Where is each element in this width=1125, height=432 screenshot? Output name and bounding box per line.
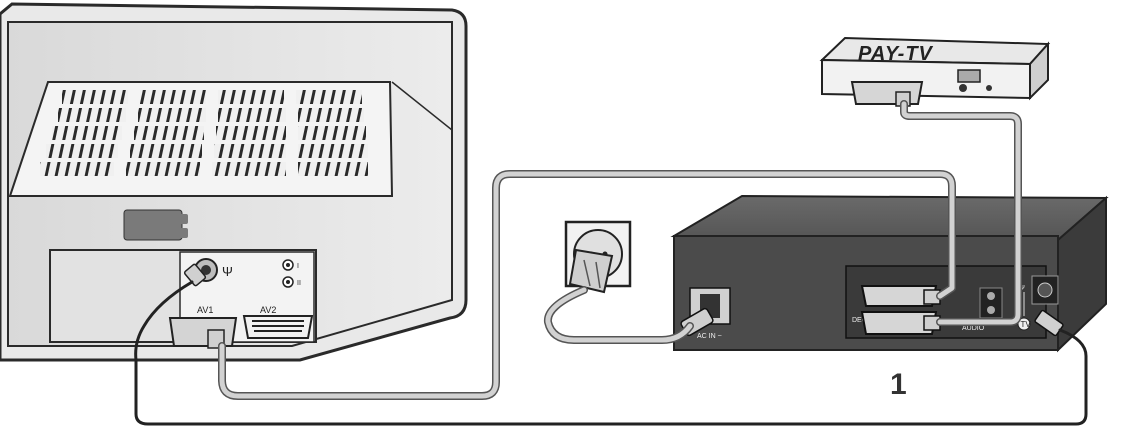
- callout-number: 1: [890, 368, 907, 401]
- tv-audio-jack-2[interactable]: [282, 276, 294, 288]
- audio-label: AUDIO: [962, 325, 985, 332]
- tv-av1-scart-plug[interactable]: [168, 317, 238, 349]
- tv-label-plate: [123, 209, 183, 241]
- jack-1-label: I: [297, 263, 299, 270]
- antenna-icon: Ψ: [222, 264, 233, 279]
- tv-vent-grille: [40, 90, 368, 176]
- vcr-rear: AC IN ~ DECODER AUDIO TV Ψ 1: [670, 194, 1109, 401]
- tv-antenna-plug[interactable]: [183, 263, 207, 287]
- ac-in-label: AC IN ~: [697, 333, 722, 340]
- decoder-title: PAY-TV: [858, 43, 934, 65]
- vcr-scart-plug-lower[interactable]: [860, 311, 941, 335]
- jack-2-label: II: [297, 280, 301, 287]
- av1-label: AV1: [197, 305, 213, 315]
- vcr-audio-jacks[interactable]: [979, 287, 1003, 319]
- tv-out-label: TV: [1021, 320, 1032, 329]
- antenna-cable: [134, 280, 1088, 426]
- mains-plug[interactable]: [568, 248, 614, 294]
- tv-rear: Ψ I II AV1 AV2: [0, 2, 468, 362]
- decoder-scart-plug[interactable]: [850, 81, 924, 107]
- tv-audio-jack-1[interactable]: [282, 259, 294, 271]
- vcr-rf-in-socket[interactable]: [1031, 275, 1059, 305]
- cables: [134, 100, 1088, 426]
- vcr-scart-plug-upper[interactable]: [860, 285, 941, 307]
- av2-label: AV2: [260, 305, 276, 315]
- tv-av2-scart-port[interactable]: [242, 315, 314, 339]
